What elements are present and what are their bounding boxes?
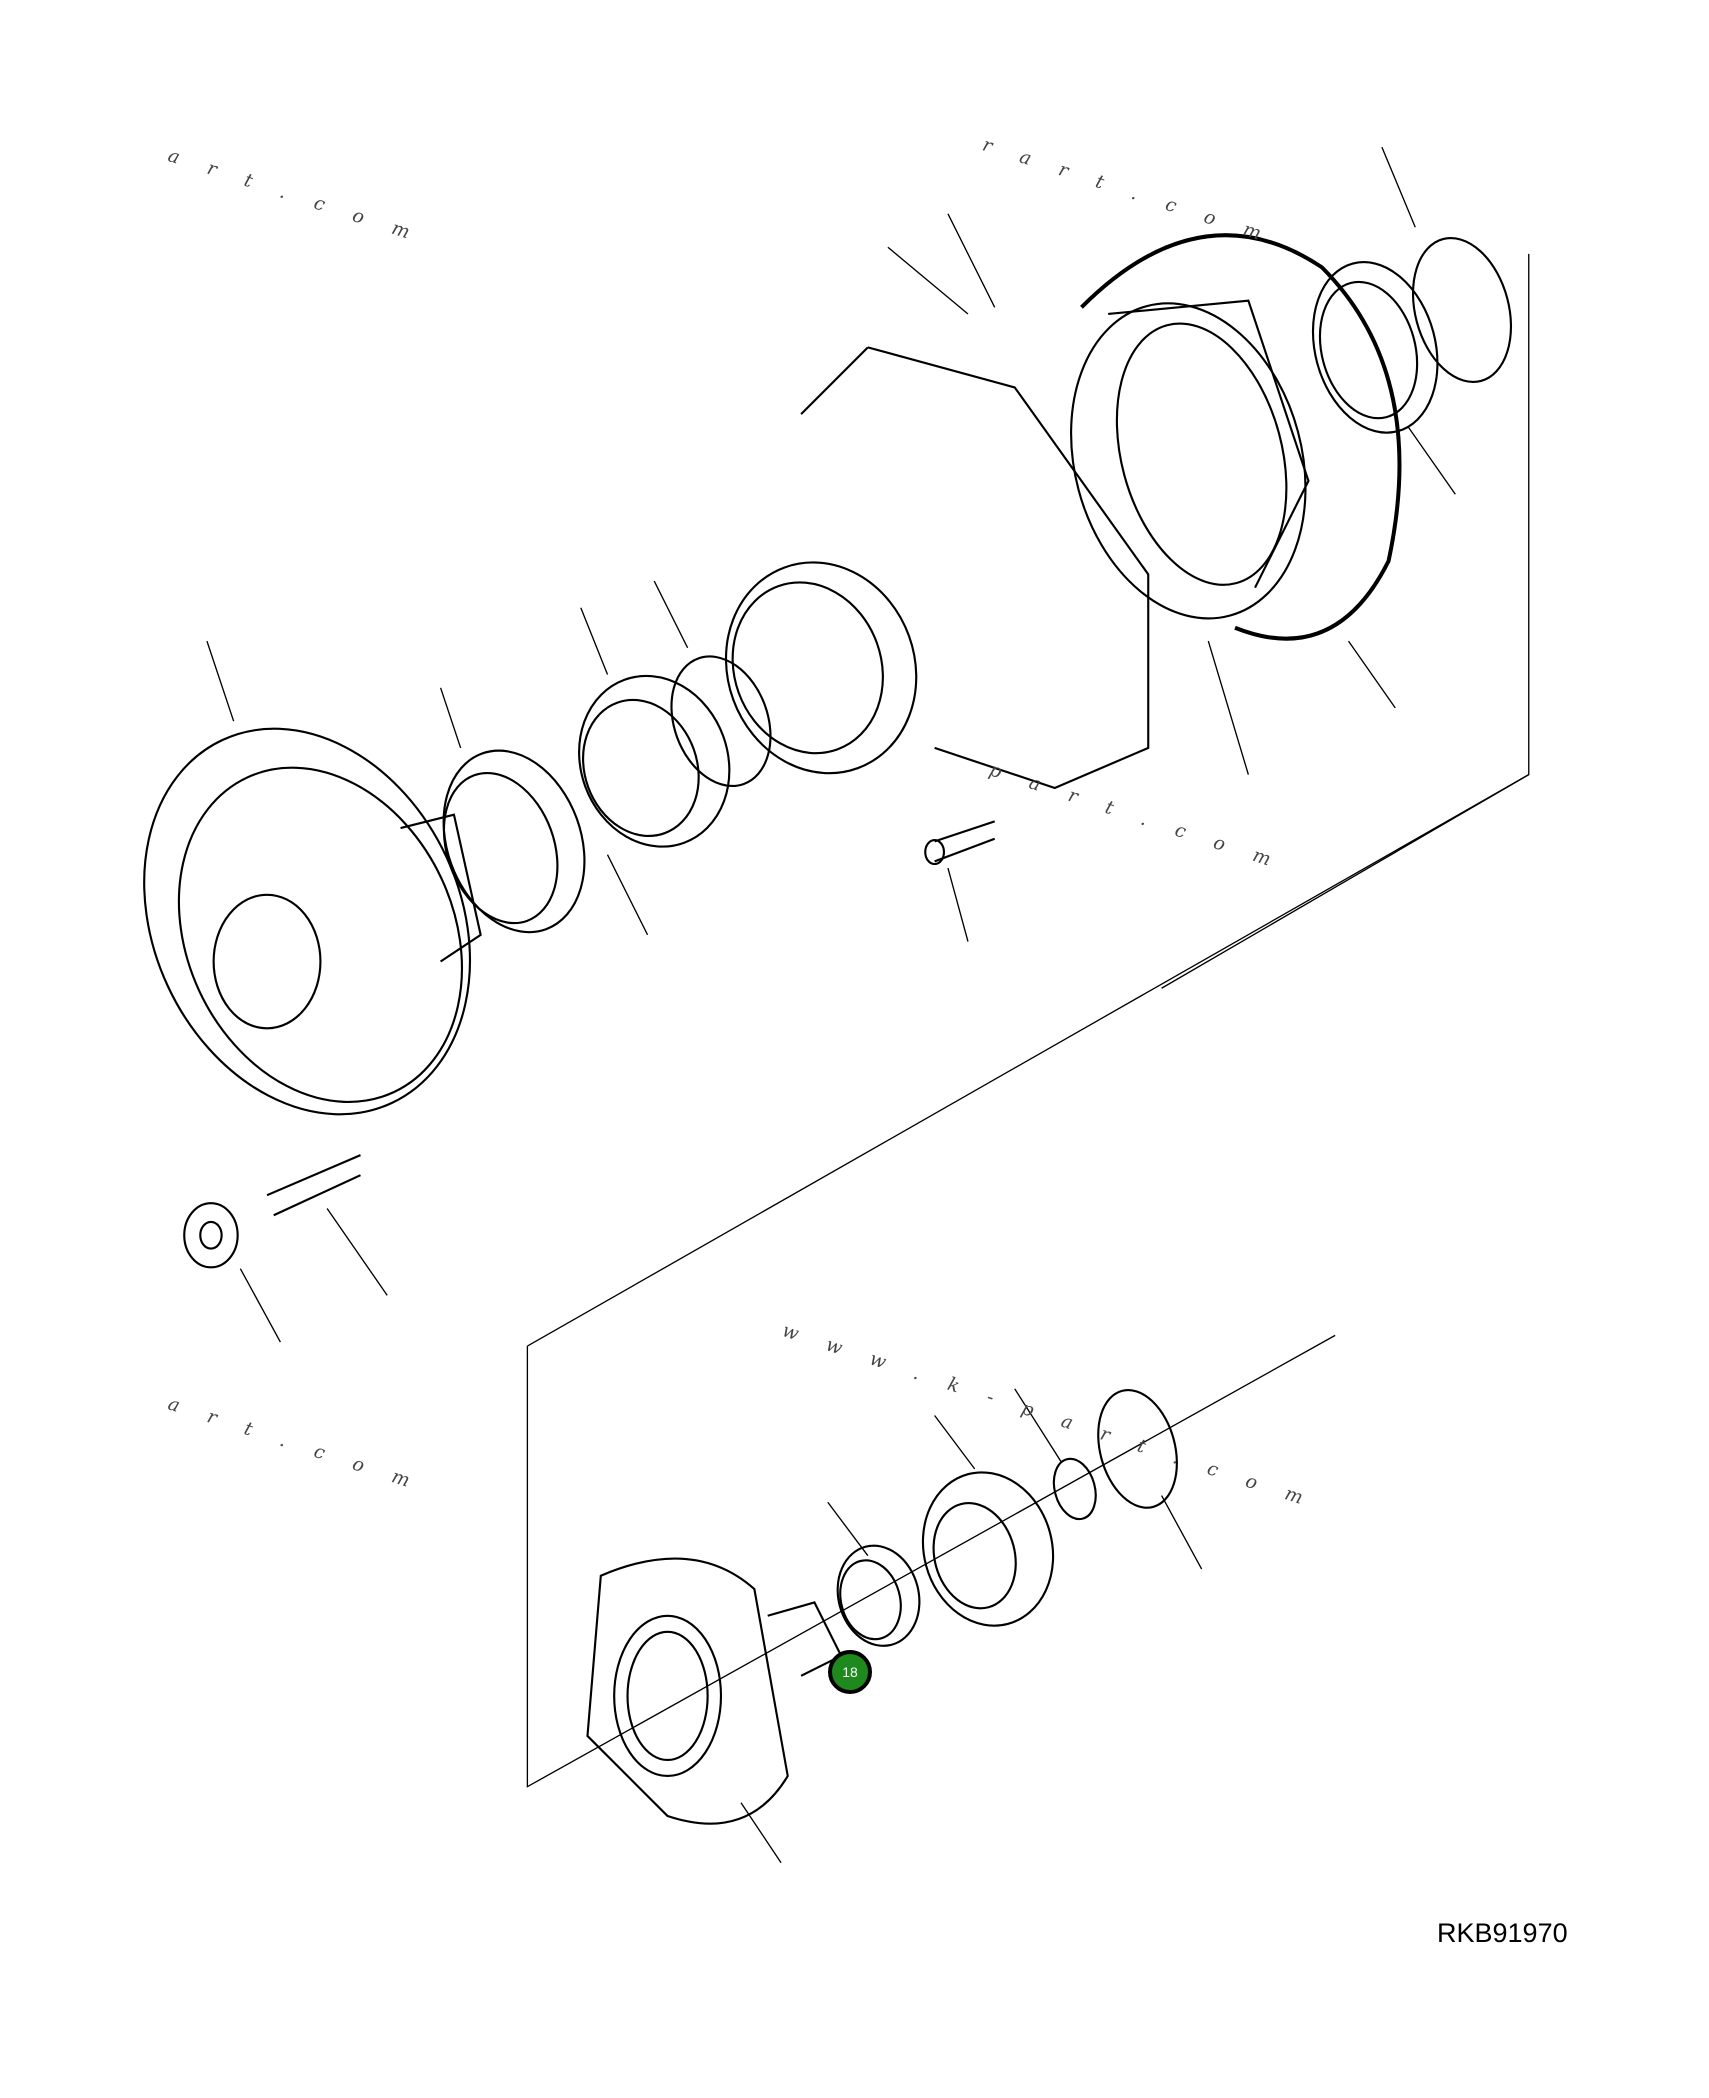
watermark: p a r t . c o m xyxy=(986,759,1284,874)
lower-assembly xyxy=(586,1388,1178,1825)
snap-rings xyxy=(1080,233,1513,641)
callout-leader-lines xyxy=(206,146,1456,1864)
callout-badge-18[interactable]: 18 xyxy=(828,1650,872,1694)
planetary-housing xyxy=(724,299,1310,790)
watermark: w w w . k - p a r t . c o m xyxy=(780,1320,1317,1512)
watermark: a r t . c o m xyxy=(165,145,423,247)
watermark: r a r t . c o m xyxy=(980,135,1275,249)
frame-lines xyxy=(526,253,1530,1788)
bolts-nuts xyxy=(183,820,996,1269)
watermarks: a r t . c o m r a r t . c o m p a r t . … xyxy=(165,135,1316,1513)
wheel-hub xyxy=(143,727,482,1116)
watermark: a r t . c o m xyxy=(165,1394,423,1496)
hub-bearing-seal xyxy=(442,655,772,934)
drawing-code: RKB91970 xyxy=(1437,1918,1568,1948)
